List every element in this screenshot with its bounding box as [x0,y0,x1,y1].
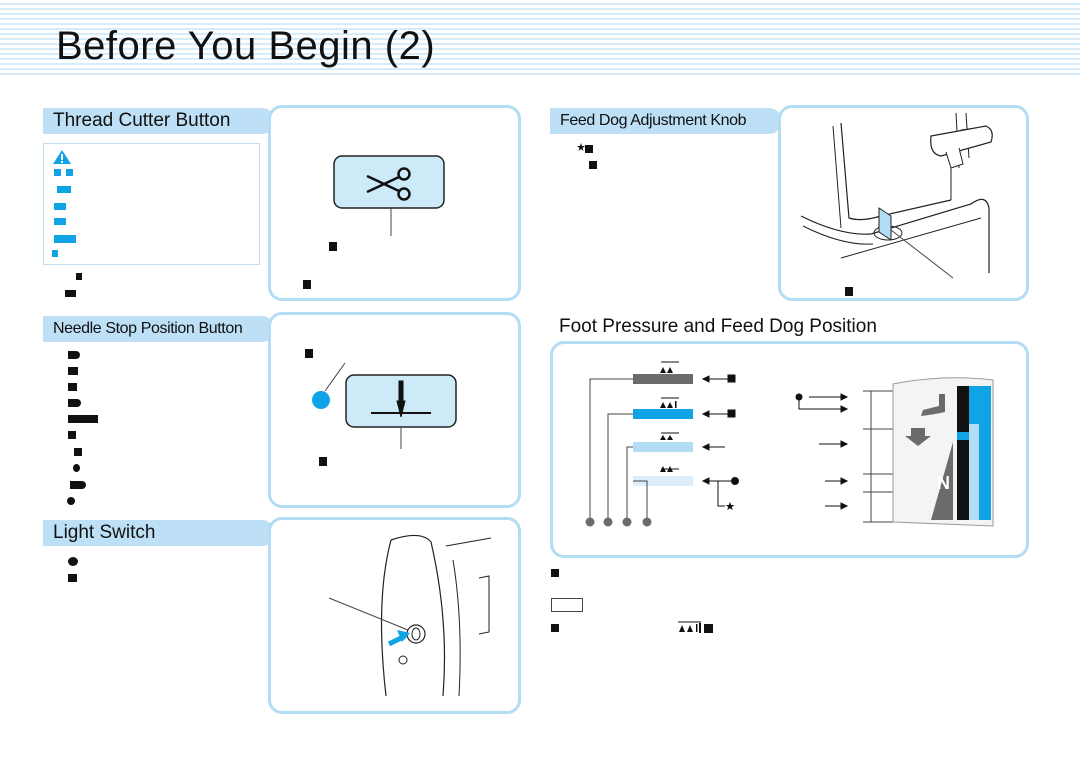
text-mark [73,464,80,472]
warning-icon [53,150,71,164]
foot-pressure-diagram: N [585,361,994,527]
section-heading-foot-pressure: Foot Pressure and Feed Dog Position [559,316,877,337]
section-heading-needle-stop: Needle Stop Position Button [43,316,275,342]
section-heading-thread-cutter: Thread Cutter Button [43,108,275,134]
section-heading-feed-dog-knob: Feed Dog Adjustment Knob [550,108,782,134]
foot-pressure-panel: N [550,341,1029,558]
text-mark [68,367,78,375]
star-icon [725,502,735,510]
setting-bars [633,361,693,486]
feed-dog-knob-panel [778,105,1029,301]
star-icon [577,143,593,153]
thread-cutter-illustration [303,155,445,289]
text-mark [68,431,76,439]
caution-mark [54,169,61,176]
text-mark [68,415,98,423]
setting-symbol [678,621,713,633]
scale-letter-n: N [937,473,950,493]
arrow-icon [905,428,931,446]
text-mark [65,290,76,297]
caution-mark [54,218,66,225]
text-mark [74,448,82,456]
text-mark [67,497,75,505]
caution-mark [54,235,76,243]
text-mark [68,351,80,359]
caution-mark [57,186,71,193]
section-heading-light-switch: Light Switch [43,520,275,546]
needle-icon [371,380,431,418]
header-stripes [0,3,1080,75]
caution-mark [54,203,66,210]
needle-stop-panel [268,312,521,508]
indicator-light [312,391,330,409]
text-mark [589,161,597,169]
caution-box [43,143,260,265]
text-mark [68,574,77,582]
text-mark [68,557,78,566]
feed-dog-knob-illustration [800,112,993,296]
caution-mark [52,250,58,257]
text-mark [551,569,559,577]
blank-box [551,598,583,612]
light-switch-illustration [328,534,492,697]
scissors-icon [366,167,411,201]
needle-stop-illustration [305,349,457,466]
text-mark [68,399,81,407]
arrow-icon [387,630,410,647]
light-switch-panel [268,517,521,714]
text-mark [76,273,82,280]
thread-cutter-panel [268,105,521,301]
page-title: Before You Begin (2) [56,24,436,68]
caution-mark [66,169,73,176]
text-mark [68,383,77,391]
text-mark [551,624,559,632]
text-mark [70,481,86,489]
